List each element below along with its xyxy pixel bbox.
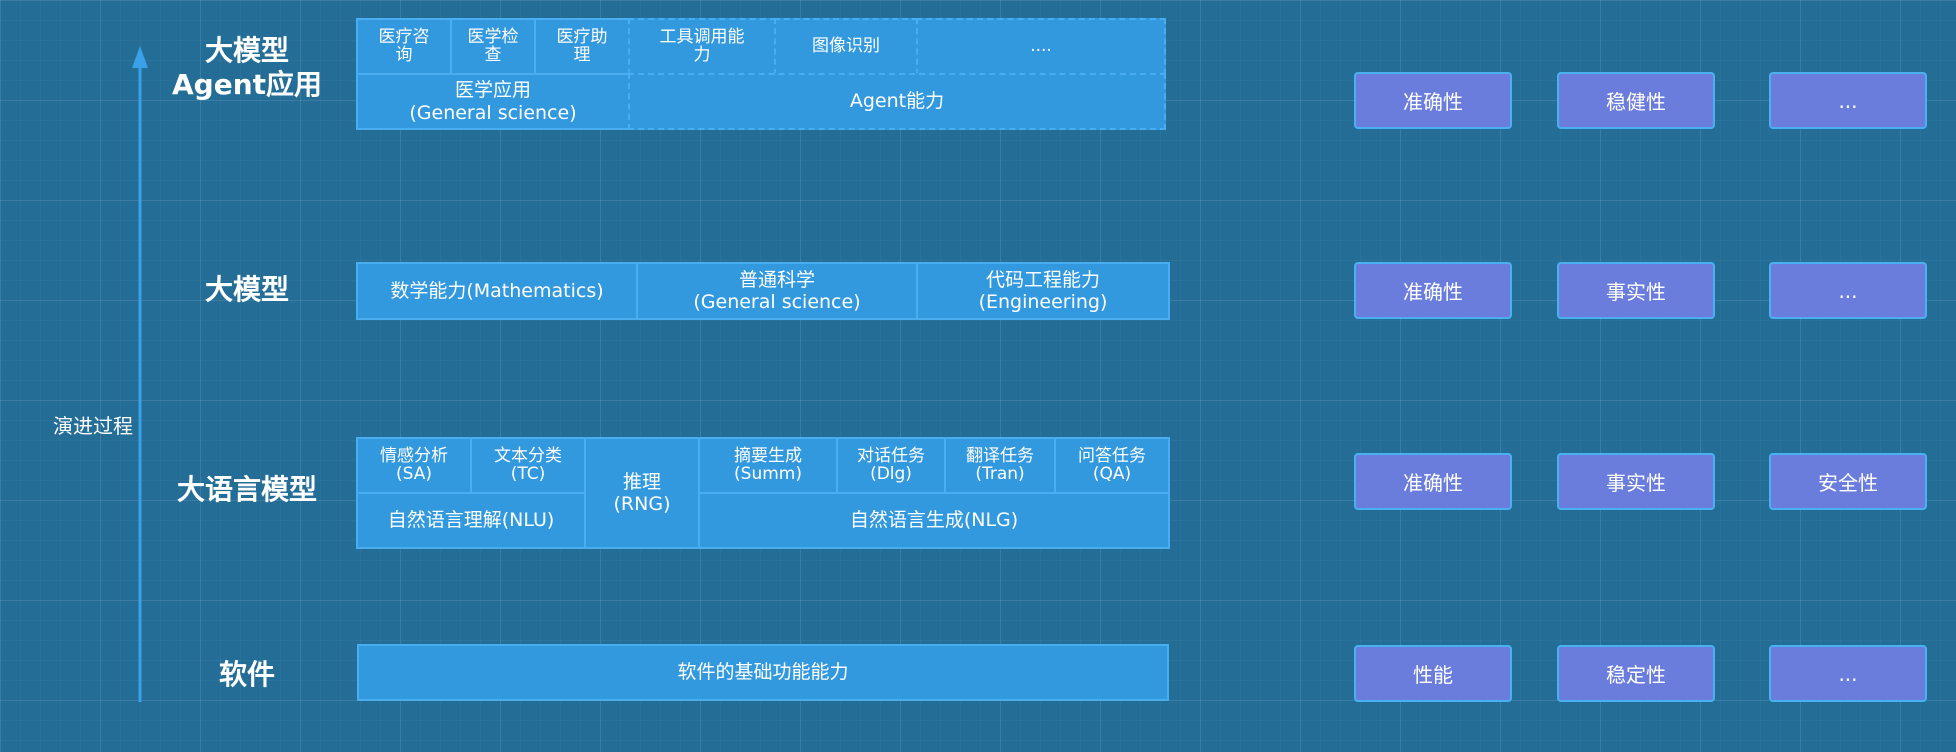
metric-llm-factuality: 事实性 (1557, 262, 1715, 319)
cell-summarization: 摘要生成 (Summ) (698, 437, 838, 494)
metric-nlp-factuality: 事实性 (1557, 453, 1715, 510)
cell-image-recognition: 图像识别 (774, 18, 918, 75)
metric-software-stability: 稳定性 (1557, 645, 1715, 702)
level-label-agent: 大模型 Agent应用 (171, 34, 323, 101)
group-agent-capability: Agent能力 (628, 73, 1166, 130)
cell-tool-calling: 工具调用能 力 (628, 18, 776, 75)
cell-software-basic-functions: 软件的基础功能能力 (357, 644, 1169, 701)
level-label-nlp: 大语言模型 (176, 473, 317, 507)
metric-nlp-accuracy: 准确性 (1354, 453, 1512, 510)
cell-more-agent: .... (916, 18, 1166, 75)
level-label-llm: 大模型 (204, 273, 289, 307)
cell-dialogue: 对话任务 (Dlg) (836, 437, 946, 494)
level-label-software: 软件 (218, 658, 275, 692)
cell-question-answering: 问答任务 (QA) (1054, 437, 1170, 494)
cell-translation: 翻译任务 (Tran) (944, 437, 1056, 494)
metric-software-performance: 性能 (1354, 645, 1512, 702)
metric-llm-more: ... (1769, 262, 1927, 319)
metric-agent-robustness: 稳健性 (1557, 72, 1715, 129)
metric-agent-accuracy: 准确性 (1354, 72, 1512, 129)
cell-medical-assistant: 医疗助 理 (534, 18, 630, 75)
metric-llm-accuracy: 准确性 (1354, 262, 1512, 319)
group-nlu: 自然语言理解(NLU) (356, 492, 586, 549)
cell-text-classification: 文本分类 (TC) (470, 437, 586, 494)
cell-medical-consultation: 医疗咨 询 (356, 18, 452, 75)
cell-engineering: 代码工程能力 (Engineering) (916, 262, 1170, 320)
cell-sentiment-analysis: 情感分析 (SA) (356, 437, 472, 494)
cell-mathematics: 数学能力(Mathematics) (356, 262, 638, 320)
metric-software-more: ... (1769, 645, 1927, 702)
evolution-arrow (132, 46, 148, 702)
evolution-label: 演进过程 (53, 414, 133, 438)
metric-nlp-safety: 安全性 (1769, 453, 1927, 510)
group-nlg: 自然语言生成(NLG) (698, 492, 1170, 549)
cell-medical-examination: 医学检 查 (450, 18, 536, 75)
cell-reasoning: 推理 (RNG) (584, 437, 700, 549)
metric-agent-more: ... (1769, 72, 1927, 129)
cell-general-science: 普通科学 (General science) (636, 262, 918, 320)
group-medical-application: 医学应用 (General science) (356, 73, 630, 130)
